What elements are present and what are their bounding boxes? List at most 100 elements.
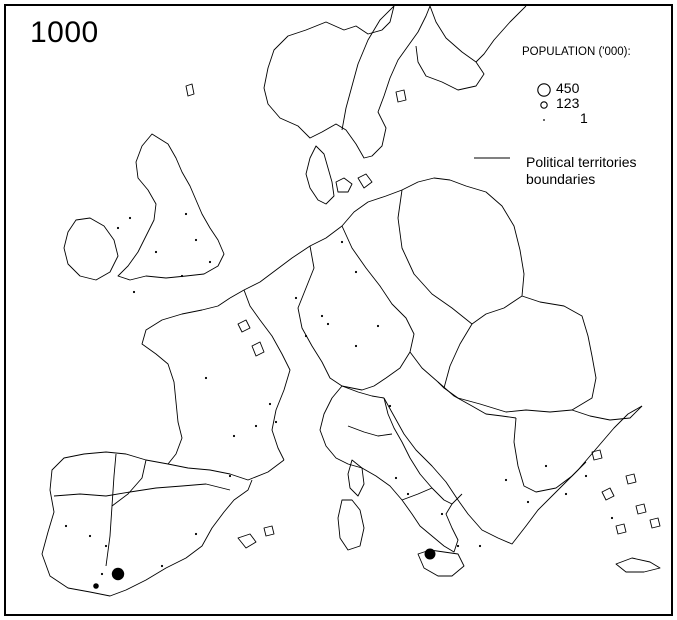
- settlement-dot: [326, 322, 330, 326]
- settlement-dot: [478, 544, 482, 548]
- settlement-dot: [320, 314, 324, 318]
- legend-circle-450: [537, 83, 551, 97]
- settlement-dot: [354, 270, 358, 274]
- balearic-island: [263, 525, 275, 537]
- settlement-dot: [456, 544, 460, 548]
- legend-boundary-label: Political territories boundaries: [526, 154, 666, 188]
- island: [615, 523, 627, 535]
- settlement-dot: [406, 492, 410, 496]
- island: [251, 341, 265, 357]
- iberia-coast: [41, 451, 253, 597]
- settlement-dot: [394, 476, 398, 480]
- settlement-dot: [104, 544, 108, 548]
- settlement-dot: [128, 216, 132, 220]
- france-coast: [141, 297, 285, 481]
- city-marker: [93, 583, 99, 589]
- legend-symbols: [474, 83, 551, 159]
- settlement-dot: [194, 238, 198, 242]
- legend-value-123: 123: [556, 95, 580, 111]
- finland-coast: [415, 6, 485, 91]
- kiev-region: [443, 295, 597, 413]
- settlement-dot: [526, 500, 530, 504]
- city-marker: [111, 567, 125, 581]
- legend-value-450: 450: [556, 80, 580, 96]
- island: [601, 487, 615, 501]
- settlement-dot: [294, 296, 298, 300]
- europe-map: [41, 6, 661, 597]
- byzantine-border: [571, 405, 643, 421]
- iberia-border: [111, 459, 147, 507]
- sweden-norway-border: [341, 6, 395, 131]
- settlement-dot: [504, 478, 508, 482]
- italy-border: [341, 385, 385, 399]
- settlement-dot: [208, 260, 212, 264]
- settlement-dot: [232, 434, 236, 438]
- settlement-dot: [268, 402, 272, 406]
- scandinavia-coast: [263, 6, 431, 159]
- settlement-dot: [340, 240, 344, 244]
- settlement-dot: [610, 516, 614, 520]
- iberia-border: [105, 453, 117, 567]
- germany-border: [297, 245, 343, 387]
- danish-island: [357, 173, 373, 189]
- balkans-border: [437, 381, 517, 419]
- italy-east-coast: [383, 397, 463, 505]
- settlement-dot: [376, 324, 380, 328]
- settlement-dot: [228, 474, 232, 478]
- settlement-dot: [274, 420, 278, 424]
- city-marker: [424, 548, 436, 560]
- city-markers: [93, 548, 436, 589]
- settlement-dot: [304, 334, 308, 338]
- settlement-dot: [116, 226, 120, 230]
- settlement-dot: [544, 464, 548, 468]
- north-continent-coast: [229, 177, 451, 299]
- italy-border: [347, 425, 393, 437]
- map-frame: 1000 POPULATION ('000): 450 123 1 Politi…: [4, 4, 673, 616]
- island: [395, 89, 407, 103]
- italy-border: [401, 487, 433, 501]
- settlement-dot: [254, 424, 258, 428]
- settlement-dot: [64, 524, 68, 528]
- bulgaria-region: [513, 417, 587, 493]
- settlement-dot: [564, 492, 568, 496]
- sicily: [417, 549, 465, 577]
- island: [625, 473, 637, 485]
- great-britain: [117, 133, 225, 281]
- island: [591, 449, 603, 461]
- map-year: 1000: [30, 16, 99, 49]
- corsica: [347, 459, 365, 497]
- poland-region: [397, 179, 525, 325]
- germany-east-border: [341, 225, 415, 391]
- settlement-dot: [388, 404, 392, 408]
- legend-value-1: 1: [580, 110, 588, 126]
- crete: [615, 557, 661, 573]
- settlement-dot: [100, 572, 104, 576]
- island: [185, 83, 195, 97]
- settlement-dot: [204, 376, 208, 380]
- iberia-border: [53, 483, 231, 497]
- settlement-dot: [440, 512, 444, 516]
- settlement-dots: [64, 212, 614, 576]
- ireland: [63, 217, 119, 281]
- settlement-dot: [154, 250, 158, 254]
- settlement-dot: [194, 532, 198, 536]
- legend-circle-123: [540, 101, 548, 109]
- settlement-dot: [132, 290, 136, 294]
- island: [649, 517, 661, 529]
- legend-boundary-label-line1: Political territories: [526, 154, 637, 170]
- france-east-border: [243, 289, 291, 461]
- finland-russia-border: [475, 6, 527, 63]
- legend-boundary-label-line2: boundaries: [526, 171, 596, 187]
- legend-title: POPULATION ('000):: [522, 46, 631, 58]
- adriatic-east-coast: [383, 397, 643, 545]
- settlement-dot: [88, 534, 92, 538]
- settlement-dot: [354, 344, 358, 348]
- settlement-dot: [160, 564, 164, 568]
- danish-island: [335, 177, 353, 193]
- italy-west-coast: [319, 385, 459, 553]
- island: [237, 319, 251, 333]
- settlement-dot: [180, 274, 184, 278]
- denmark: [305, 145, 335, 205]
- island: [635, 503, 647, 515]
- legend-circle-1: [543, 119, 545, 121]
